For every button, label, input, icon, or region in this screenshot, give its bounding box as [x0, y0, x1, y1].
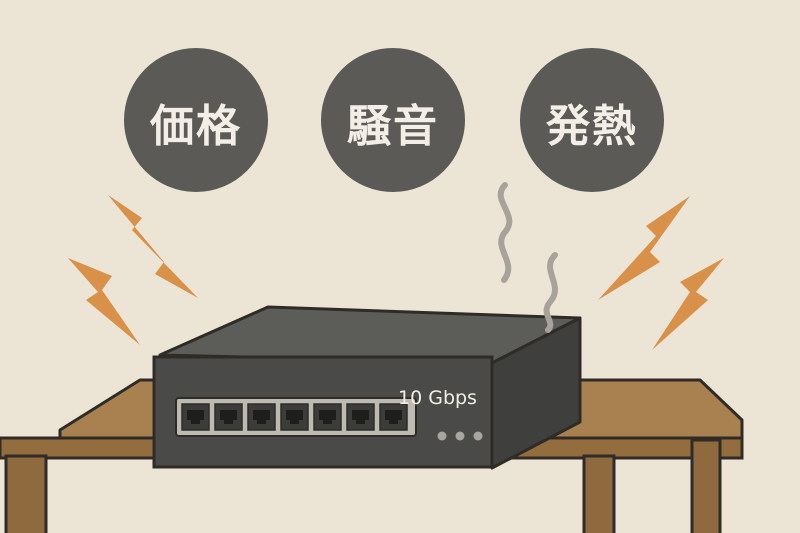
ethernet-port-icon: [313, 403, 342, 431]
ethernet-port-icon: [247, 403, 276, 431]
table-leg-right: [582, 454, 616, 533]
network-switch: [152, 305, 582, 470]
steam-icon: [497, 182, 558, 333]
bubble-label-noise: 騒音: [347, 101, 439, 152]
ethernet-port-icon: [379, 403, 408, 431]
lightning-bolts: [68, 195, 724, 350]
led-indicator-icon: [473, 431, 483, 441]
lightning-bolt-icon: [108, 195, 198, 298]
lightning-bolt-icon: [68, 258, 140, 345]
led-indicator-icon: [437, 431, 447, 441]
ethernet-port-icon: [181, 403, 210, 431]
bubble-heat: [520, 48, 664, 192]
table-leg-left: [4, 454, 48, 533]
table-leg-back: [690, 438, 722, 533]
ethernet-port-icon: [214, 403, 243, 431]
lightning-bolt-icon: [652, 258, 724, 350]
lightning-bolt-icon: [598, 196, 690, 300]
ethernet-ports: [181, 403, 408, 431]
bubble-label-price: 価格: [150, 101, 242, 152]
bubble-label-heat: 発熱: [546, 101, 638, 152]
bubble-price: [124, 48, 268, 192]
concern-bubbles: [124, 48, 664, 192]
ethernet-port-icon: [346, 403, 375, 431]
ethernet-port-icon: [280, 403, 309, 431]
bubble-noise: [321, 48, 465, 192]
speed-label: 10 Gbps: [398, 387, 477, 409]
led-indicators: [437, 431, 483, 441]
led-indicator-icon: [455, 431, 465, 441]
